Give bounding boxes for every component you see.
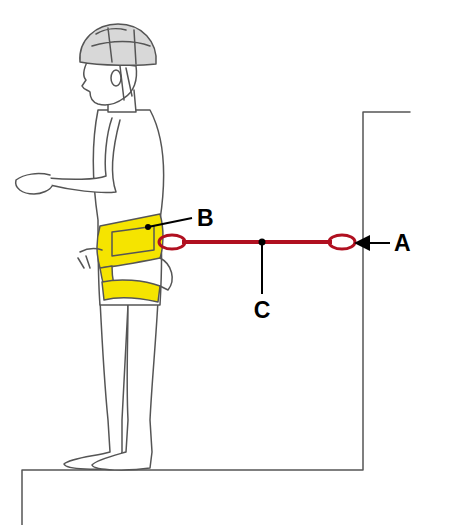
leader-line — [148, 218, 192, 227]
callout-letter: C — [254, 299, 271, 322]
harness-cord — [160, 258, 172, 290]
callout-letter: A — [394, 232, 411, 255]
leader-line — [261, 242, 263, 294]
callout-letter: B — [197, 207, 214, 230]
point-dot — [145, 224, 151, 230]
leg-loop — [102, 280, 160, 302]
waist-belt — [97, 214, 163, 268]
wall-outline — [22, 112, 410, 525]
ear — [111, 70, 121, 86]
lanyard-strap — [182, 240, 332, 244]
helmet-strap — [120, 66, 132, 100]
carabiner — [159, 235, 185, 249]
carabiner — [329, 235, 355, 249]
anchor-arrow — [354, 235, 370, 251]
torso — [94, 110, 164, 305]
helmet-vents — [92, 28, 150, 64]
arm — [48, 118, 120, 193]
belt-buckle — [112, 226, 154, 256]
front-leg — [92, 300, 158, 470]
helmet — [80, 24, 156, 65]
gear-loop — [78, 249, 102, 268]
leader-line — [368, 242, 390, 244]
hand — [16, 174, 52, 194]
head — [82, 60, 137, 105]
rear-leg — [64, 300, 128, 469]
lanyard — [159, 235, 355, 249]
